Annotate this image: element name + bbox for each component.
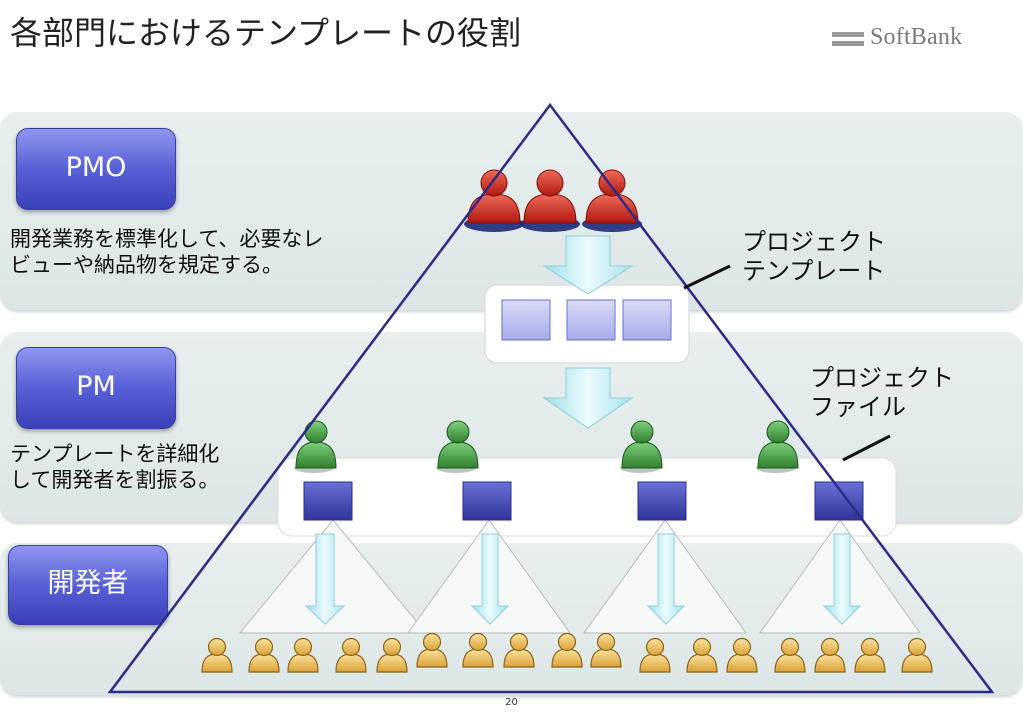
description-line: ビューや納品物を規定する。: [10, 253, 283, 277]
role-button-developer: 開発者: [8, 545, 168, 625]
down-arrow-icon: [646, 533, 686, 625]
pmo-people: [463, 169, 643, 233]
file-callout-line: [842, 434, 891, 462]
logo-text: SoftBank: [870, 24, 963, 50]
role-label-developer: 開発者: [47, 568, 129, 599]
project-file-box: [462, 481, 512, 521]
person-icon: [686, 637, 718, 673]
person-icon: [287, 637, 319, 673]
person-icon: [854, 637, 886, 673]
person-icon: [519, 169, 581, 233]
role-description-pmo: 開発業務を標準化して、必要なレ ビューや納品物を規定する。: [10, 226, 323, 278]
person-icon: [619, 420, 663, 474]
developer-team-triangles: [238, 519, 921, 634]
down-arrow-icon: [470, 533, 510, 625]
person-icon: [814, 637, 846, 673]
callout-project-file: プロジェクト ファイル: [810, 364, 954, 422]
down-arrow-template-to-pm: [542, 367, 634, 429]
role-description-pm: テンプレートを詳細化 して開発者を割振る。: [10, 441, 219, 493]
down-arrow-pmo-to-template: [542, 235, 634, 295]
person-icon: [376, 637, 408, 673]
person-icon: [335, 637, 367, 673]
person-icon: [201, 637, 233, 673]
page-number: 20: [505, 697, 518, 708]
slide-title: 各部門におけるテンプレートの役割: [10, 14, 522, 52]
developer-people: [201, 632, 933, 673]
callout-line: テンプレート: [742, 257, 886, 285]
down-arrows-to-developers: [304, 533, 862, 625]
person-icon: [248, 637, 280, 673]
person-icon: [774, 637, 806, 673]
person-icon: [755, 420, 799, 474]
description-line: して開発者を割振る。: [10, 468, 220, 492]
softbank-logo: SoftBank: [832, 24, 1002, 56]
person-icon: [639, 637, 671, 673]
organization-pyramid: [107, 102, 995, 694]
template-item: [622, 299, 672, 341]
person-icon: [551, 632, 583, 668]
template-callout-line: [683, 264, 731, 290]
description-line: テンプレートを詳細化: [10, 442, 220, 466]
role-button-pm: PM: [16, 347, 176, 429]
template-item: [566, 299, 616, 341]
project-file-box: [637, 481, 687, 521]
callout-line: プロジェクト: [742, 228, 886, 256]
person-icon: [503, 632, 535, 668]
project-file-strip: [277, 457, 897, 537]
person-icon: [462, 632, 494, 668]
down-arrow-icon: [304, 533, 346, 625]
role-label-pmo: PMO: [65, 152, 127, 183]
logo-bars-icon: [832, 32, 864, 46]
callout-project-template: プロジェクト テンプレート: [742, 228, 886, 286]
person-icon: [581, 169, 643, 233]
person-icon: [590, 632, 622, 668]
role-button-pmo: PMO: [16, 128, 176, 210]
template-item: [501, 299, 551, 341]
role-label-pm: PM: [76, 371, 116, 402]
person-icon: [435, 420, 479, 474]
down-arrow-icon: [822, 533, 862, 625]
callout-line: ファイル: [810, 393, 906, 421]
callout-line: プロジェクト: [810, 364, 954, 392]
person-icon: [901, 637, 933, 673]
description-line: 開発業務を標準化して、必要なレ: [10, 227, 324, 251]
person-icon: [726, 637, 758, 673]
person-icon: [293, 420, 337, 474]
person-icon: [416, 632, 448, 668]
project-file-box: [303, 481, 353, 521]
